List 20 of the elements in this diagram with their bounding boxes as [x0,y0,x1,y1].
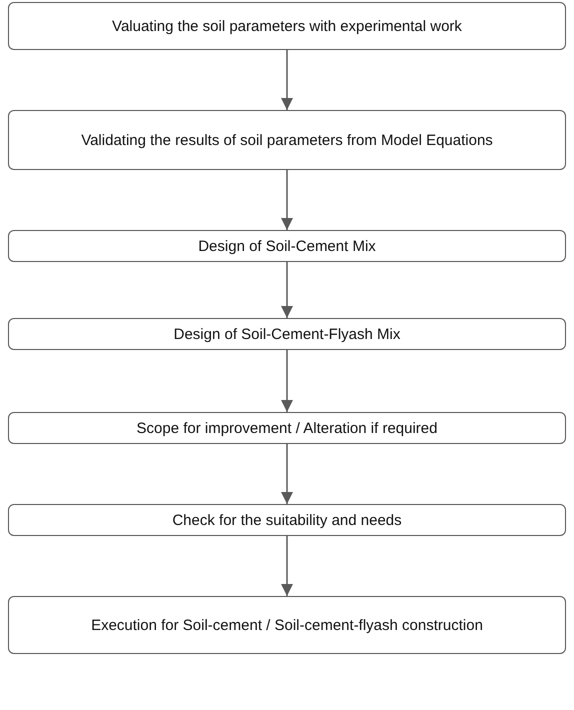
step-text: Design of Soil-Cement Mix [198,236,376,256]
process-box [8,318,566,350]
step-text: Execution for Soil-cement / Soil-cement-flyash construction [91,616,483,634]
process-box [8,230,566,262]
process-box [8,412,566,444]
step-text: Validating the results of soil parameters from Model Equations [81,130,493,150]
arrow [281,170,293,230]
process-box [8,504,566,536]
arrow [281,536,293,596]
arrow [281,50,293,110]
step-text: Design of Soil-Cement-Flyash Mix [174,324,400,344]
step-text: Valuating the soil parameters with experimental work [112,16,462,36]
arrow [281,350,293,412]
step-text: Scope for improvement / Alteration if required [136,418,438,438]
process-box [8,110,566,170]
arrow [281,262,293,318]
process-box [8,596,566,654]
step-text: Check for the suitability and needs [172,510,402,530]
arrow [281,444,293,504]
process-box [8,2,566,50]
